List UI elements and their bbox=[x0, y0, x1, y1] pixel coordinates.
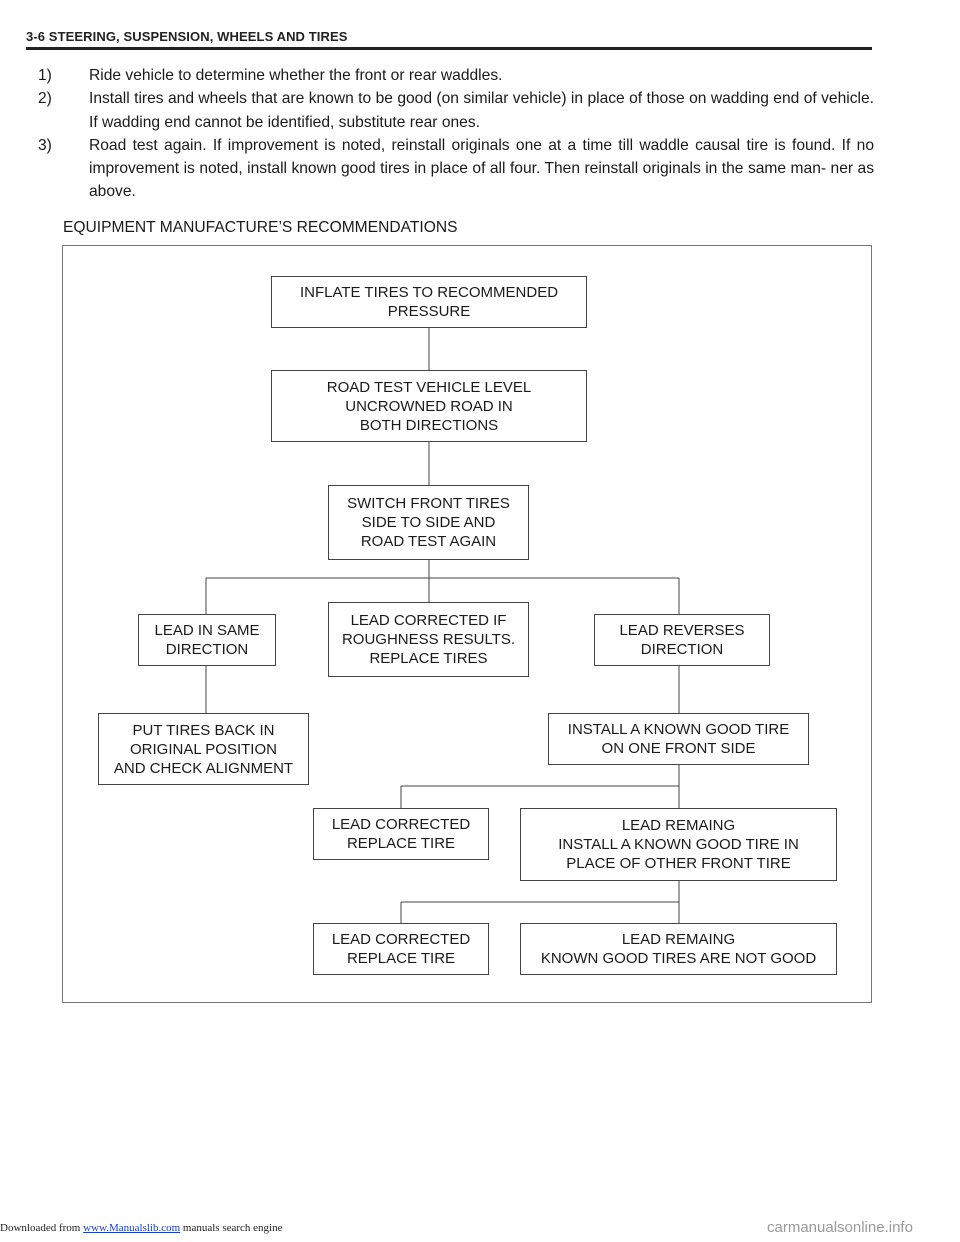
flow-node-lead-remaining-not-good: LEAD REMAING KNOWN GOOD TIRES ARE NOT GO… bbox=[520, 923, 837, 975]
flow-node-lead-reverses-direction: LEAD REVERSES DIRECTION bbox=[594, 614, 770, 666]
step-text: Install tires and wheels that are known … bbox=[89, 90, 874, 131]
step-number: 2) bbox=[38, 90, 52, 108]
flow-node-lead-corrected-replace-1: LEAD CORRECTED REPLACE TIRE bbox=[313, 808, 489, 860]
step-item: 2) Install tires and wheels that are kno… bbox=[38, 87, 874, 134]
manualslib-link[interactable]: www.Manualslib.com bbox=[83, 1222, 181, 1234]
download-footer: Downloaded from www.Manualslib.com manua… bbox=[0, 1222, 282, 1234]
procedure-steps: 1) Ride vehicle to determine whether the… bbox=[38, 64, 874, 204]
flow-node-switch-front-tires: SWITCH FRONT TIRES SIDE TO SIDE AND ROAD… bbox=[328, 485, 529, 560]
flow-node-lead-same-direction: LEAD IN SAME DIRECTION bbox=[138, 614, 276, 666]
flow-node-lead-corrected-roughness: LEAD CORRECTED IF ROUGHNESS RESULTS. REP… bbox=[328, 602, 529, 677]
watermark: carmanualsonline.info bbox=[767, 1219, 913, 1236]
step-item: 1) Ride vehicle to determine whether the… bbox=[38, 64, 874, 87]
footer-suffix: manuals search engine bbox=[182, 1222, 283, 1234]
page-header-title: 3-6 STEERING, SUSPENSION, WHEELS AND TIR… bbox=[26, 29, 348, 44]
section-title: EQUIPMENT MANUFACTURE’S RECOMMENDATIONS bbox=[63, 219, 458, 236]
flow-node-road-test: ROAD TEST VEHICLE LEVEL UNCROWNED ROAD I… bbox=[271, 370, 587, 442]
step-number: 3) bbox=[38, 136, 52, 154]
flow-node-install-known-good-tire: INSTALL A KNOWN GOOD TIRE ON ONE FRONT S… bbox=[548, 713, 809, 765]
flow-node-put-tires-back: PUT TIRES BACK IN ORIGINAL POSITION AND … bbox=[98, 713, 309, 785]
header-rule bbox=[26, 47, 872, 50]
flow-node-lead-remaining-install: LEAD REMAING INSTALL A KNOWN GOOD TIRE I… bbox=[520, 808, 837, 881]
step-text: Road test again. If improvement is noted… bbox=[89, 136, 874, 201]
flow-node-lead-corrected-replace-2: LEAD CORRECTED REPLACE TIRE bbox=[313, 923, 489, 975]
flow-node-inflate-tires: INFLATE TIRES TO RECOMMENDED PRESSURE bbox=[271, 276, 587, 328]
flowchart-frame bbox=[62, 245, 872, 1003]
footer-prefix: Downloaded from bbox=[0, 1222, 81, 1234]
step-item: 3) Road test again. If improvement is no… bbox=[38, 134, 874, 204]
step-number: 1) bbox=[38, 67, 52, 84]
step-text: Ride vehicle to determine whether the fr… bbox=[89, 67, 503, 84]
